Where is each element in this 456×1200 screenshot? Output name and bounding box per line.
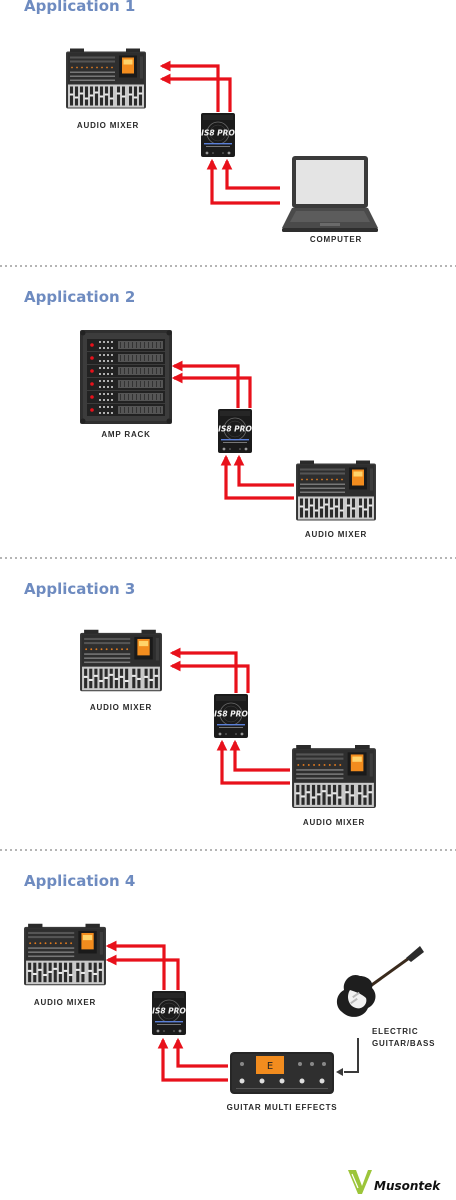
target-label: AUDIO MIXER: [90, 703, 152, 712]
audio-mixer-icon: [292, 745, 376, 808]
section-heading: Application 1: [24, 0, 135, 15]
signal-arrow: [221, 158, 280, 190]
audio-mixer-icon: [296, 460, 376, 521]
electric-guitar-icon: [336, 946, 424, 1017]
section-application-1: Application 1 AUDIO MIXER COMPUTER: [24, 0, 378, 244]
guitar-cable: [344, 1038, 359, 1073]
signal-arrow: [171, 360, 240, 408]
signal-arrow: [105, 940, 166, 990]
musontek-logo: Musontek: [348, 1170, 441, 1194]
signal-arrow: [216, 739, 290, 785]
signal-arrow: [169, 647, 238, 693]
is8-pro-device-icon: [214, 693, 248, 739]
logo-mark-icon: [348, 1170, 372, 1194]
pedal-display-text: E: [267, 1061, 273, 1072]
signal-arrow: [171, 372, 252, 408]
signal-arrow: [157, 1037, 228, 1082]
signal-arrow: [229, 739, 290, 772]
guitar-multi-effects-icon: E: [230, 1052, 334, 1094]
signal-arrow: [159, 73, 232, 112]
guitar-label-line1: ELECTRIC: [372, 1027, 418, 1036]
cable-arrow-head: [336, 1068, 343, 1076]
amp-rack-icon: [80, 330, 172, 424]
signal-arrow: [220, 454, 294, 500]
source-label: COMPUTER: [310, 235, 362, 244]
footer-brand: Musontek: [374, 1179, 441, 1193]
is8-pro-device-icon: [218, 408, 252, 454]
section-application-3: Application 3 AUDIO MIXER AUDIO MIXER: [24, 580, 376, 827]
source-label: AUDIO MIXER: [305, 530, 367, 539]
target-label: AUDIO MIXER: [77, 121, 139, 130]
signal-arrow: [172, 1037, 228, 1068]
section-heading: Application 2: [24, 288, 135, 306]
audio-mixer-icon: [24, 923, 106, 986]
section-application-4: Application 4 AUDIO MIXER ELECTRIC GUITA…: [24, 872, 435, 1112]
effects-label: GUITAR MULTI EFFECTS: [227, 1103, 338, 1112]
signal-arrow: [169, 660, 250, 693]
computer-icon: [282, 156, 378, 232]
signal-arrow: [159, 60, 220, 112]
signal-arrow: [206, 158, 280, 205]
section-heading: Application 3: [24, 580, 135, 598]
signal-arrow: [105, 954, 180, 990]
section-application-2: Application 2 AMP RACK AUDIO MIXER: [24, 288, 376, 539]
section-heading: Application 4: [24, 872, 135, 890]
target-label: AUDIO MIXER: [34, 998, 96, 1007]
is8-pro-device-icon: [201, 112, 235, 158]
source-label: AUDIO MIXER: [303, 818, 365, 827]
audio-mixer-icon: [66, 48, 146, 109]
audio-mixer-icon: [80, 629, 162, 692]
target-label: AMP RACK: [101, 430, 150, 439]
is8-pro-device-icon: [152, 990, 186, 1036]
guitar-label-line2: GUITAR/BASS: [372, 1039, 435, 1048]
signal-arrow: [233, 454, 294, 487]
